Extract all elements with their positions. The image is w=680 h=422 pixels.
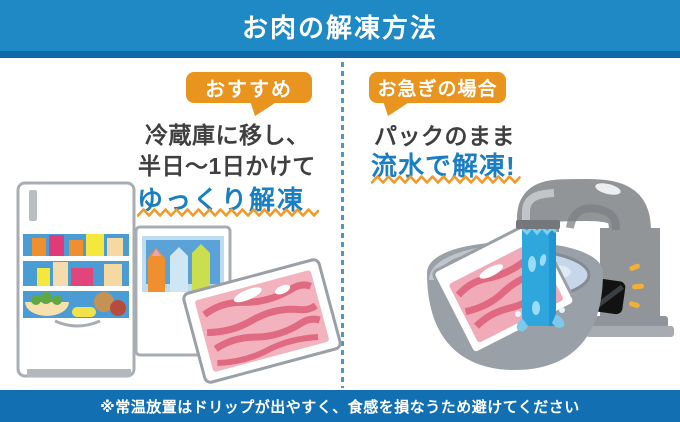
faucet-illustration	[517, 178, 674, 337]
refrigerator-illustration	[16, 181, 342, 384]
splash	[516, 318, 528, 332]
left-text-line1: 冷蔵庫に移し、	[145, 122, 310, 148]
meat-pack-illustration	[182, 258, 342, 384]
running-water-illustration	[427, 178, 674, 370]
refrigerator-food-items	[23, 234, 129, 317]
refrigerator-handle	[29, 190, 37, 221]
right-text-line1: パックのまま	[374, 123, 515, 149]
door-shelf-cartons	[148, 244, 210, 292]
faucet-spout-mouth	[516, 220, 560, 229]
page-title: お肉の解凍方法	[241, 14, 438, 44]
recommended-badge-label: おすすめ	[205, 79, 293, 101]
refrigerator-body	[16, 181, 136, 378]
lower-door-handle	[54, 319, 101, 328]
wavy-underline-left	[137, 208, 319, 217]
faucet-glint	[595, 183, 621, 195]
urgent-badge-label: お急ぎの場合	[377, 79, 498, 100]
footer-banner: ※常温放置はドリップが出やすく、食感を損なうため避けてください	[0, 390, 680, 422]
speech-bubble-tail	[383, 101, 411, 116]
column-divider	[341, 62, 344, 388]
recommended-badge: おすすめ	[186, 72, 312, 116]
header-accent-strip	[0, 51, 680, 58]
speech-bubble-tail	[250, 101, 278, 116]
water-stream	[515, 220, 565, 332]
sensor-indicator-lights	[628, 263, 645, 308]
splash	[552, 314, 565, 328]
refrigerator-base	[27, 369, 131, 377]
header-banner: お肉の解凍方法	[0, 0, 680, 51]
urgent-badge: お急ぎの場合	[369, 72, 506, 116]
left-text-line2: 半日〜1日かけて	[138, 153, 316, 179]
caution-note: ※常温放置はドリップが出やすく、食感を損なうため避けてください	[100, 398, 580, 416]
faucet-base	[592, 316, 668, 328]
wavy-underline-right	[371, 175, 521, 184]
